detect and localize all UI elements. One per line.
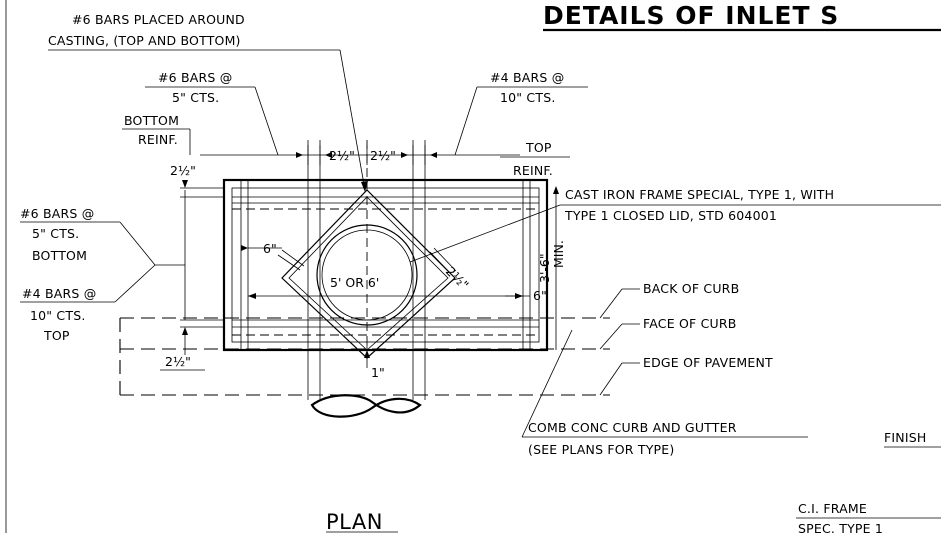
lid-circle-outer (316, 224, 418, 326)
edge-of-pavement-label: EDGE OF PAVEMENT (643, 355, 773, 370)
bars6-left-l3: BOTTOM (32, 248, 87, 263)
bars4-left-l3: TOP (43, 328, 70, 343)
bars6-left-l2: 5" CTS. (32, 226, 79, 241)
bars4-left-l1: #4 BARS @ (22, 286, 96, 301)
top-reinf-l2: REINF. (513, 163, 553, 178)
slab-outline (222, 178, 549, 352)
vertical-bars (240, 140, 531, 400)
casting-bars-callout-l1: #6 BARS PLACED AROUND (72, 12, 245, 27)
face-of-curb-label: FACE OF CURB (643, 316, 737, 331)
bottom-reinf-l2: REINF. (138, 132, 178, 147)
dim-two-half-top-b: 2½" (370, 148, 396, 163)
interior-dimensions (241, 245, 530, 368)
bottom-reinf-l1: BOTTOM (124, 113, 179, 128)
horizontal-bars (232, 196, 539, 336)
bars6-top-l1: #6 BARS @ (158, 70, 232, 85)
bars6-top-l2: 5" CTS. (172, 90, 219, 105)
bars4-top-l1: #4 BARS @ (490, 70, 564, 85)
dim-two-half-left: 2½" (170, 163, 196, 178)
comb-curb-l2: (SEE PLANS FOR TYPE) (528, 442, 674, 457)
dim-opening: 5' OR 6' (330, 275, 379, 290)
dim-two-half-diag: 2½" (443, 264, 472, 293)
slab-inner-line (231, 187, 540, 343)
bars6-left-l1: #6 BARS @ (20, 206, 94, 221)
lid-circle-inner (321, 229, 413, 321)
dim-two-half-bottom: 2½" (165, 354, 191, 369)
break-symbol (310, 394, 422, 418)
dim-six-right: 6" (533, 288, 547, 303)
frame-callout-l1: CAST IRON FRAME SPECIAL, TYPE 1, WITH (565, 187, 834, 202)
frame-leader (409, 204, 561, 263)
plan-title: PLAN (326, 510, 383, 533)
bars4-top-l2: 10" CTS. (500, 90, 556, 105)
dim-one-inch: 1" (371, 365, 385, 380)
comb-curb-l1: COMB CONC CURB AND GUTTER (528, 420, 737, 435)
curb-lines (119, 317, 610, 400)
dim-min-label: MIN. (551, 240, 566, 268)
dim-six-left: 6" (263, 241, 277, 256)
finish-label: FINISH (884, 430, 926, 445)
bars4-left-l2: 10" CTS. (30, 308, 86, 323)
top-reinf-l1: TOP (525, 140, 552, 155)
ci-frame-l1: C.I. FRAME (798, 501, 867, 516)
sheet-title: DETAILS OF INLET S (543, 1, 839, 30)
casting-bars-callout-l2: CASTING, (TOP AND BOTTOM) (48, 33, 241, 48)
ci-frame-l2: SPEC. TYPE 1 (798, 521, 883, 533)
top-dimension (200, 145, 520, 165)
frame-callout-l2: TYPE 1 CLOSED LID, STD 604001 (564, 208, 777, 223)
casting-leader (339, 49, 366, 191)
left-dimension (180, 180, 224, 355)
back-of-curb-label: BACK OF CURB (643, 281, 739, 296)
dim-two-half-top-a: 2½" (329, 148, 355, 163)
dim-min-depth: 3'-6" (537, 253, 552, 283)
